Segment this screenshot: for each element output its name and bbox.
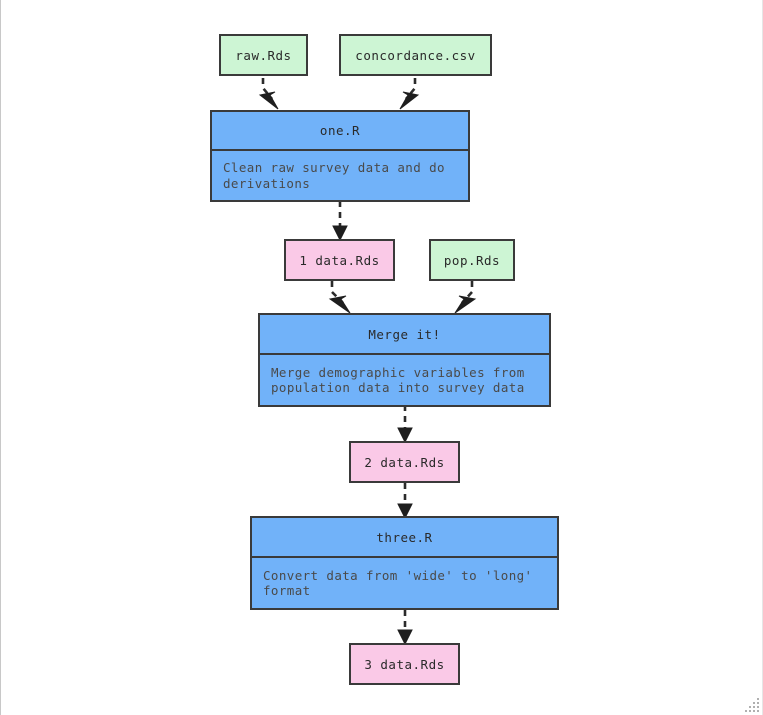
node-pop-rds[interactable]: pop.Rds — [429, 239, 515, 281]
node-merge-it-body: Merge demographic variables from populat… — [271, 364, 525, 395]
node-data-3[interactable]: 3 data.Rds — [349, 643, 460, 685]
edge-one-r-to-data-1 — [332, 201, 348, 242]
node-raw-rds-label: raw.Rds — [235, 47, 292, 63]
node-one-r[interactable]: one.R Clean raw survey data and do deriv… — [210, 110, 470, 202]
node-data-3-label: 3 data.Rds — [364, 656, 445, 672]
node-data-2[interactable]: 2 data.Rds — [349, 441, 460, 483]
node-data-1[interactable]: 1 data.Rds — [284, 239, 395, 281]
edge-raw-rds-to-one-r — [258, 78, 279, 110]
resize-grip-icon[interactable] — [741, 694, 761, 714]
node-data-1-label: 1 data.Rds — [299, 252, 380, 268]
node-concordance-csv-label: concordance.csv — [355, 47, 476, 63]
node-one-r-body: Clean raw survey data and do derivations — [223, 160, 445, 191]
node-three-r[interactable]: three.R Convert data from 'wide' to 'lon… — [250, 516, 559, 610]
node-three-r-body: Convert data from 'wide' to 'long' forma… — [263, 567, 533, 598]
edge-pop-rds-to-merge-it — [454, 281, 477, 314]
node-pop-rds-label: pop.Rds — [443, 252, 501, 268]
edge-data-2-to-three-r — [397, 483, 413, 520]
node-raw-rds[interactable]: raw.Rds — [219, 34, 308, 76]
node-merge-it-title: Merge it! — [260, 315, 549, 355]
edge-three-r-to-data-3 — [397, 610, 413, 646]
edge-concordance-csv-to-one-r — [399, 78, 420, 110]
node-one-r-title: one.R — [212, 112, 468, 151]
node-three-r-title: three.R — [252, 518, 557, 558]
node-merge-it[interactable]: Merge it! Merge demographic variables fr… — [258, 313, 551, 407]
node-concordance-csv[interactable]: concordance.csv — [339, 34, 492, 76]
node-data-2-label: 2 data.Rds — [364, 454, 445, 470]
edge-merge-it-to-data-2 — [397, 405, 413, 444]
edge-data-1-to-merge-it — [328, 281, 351, 314]
